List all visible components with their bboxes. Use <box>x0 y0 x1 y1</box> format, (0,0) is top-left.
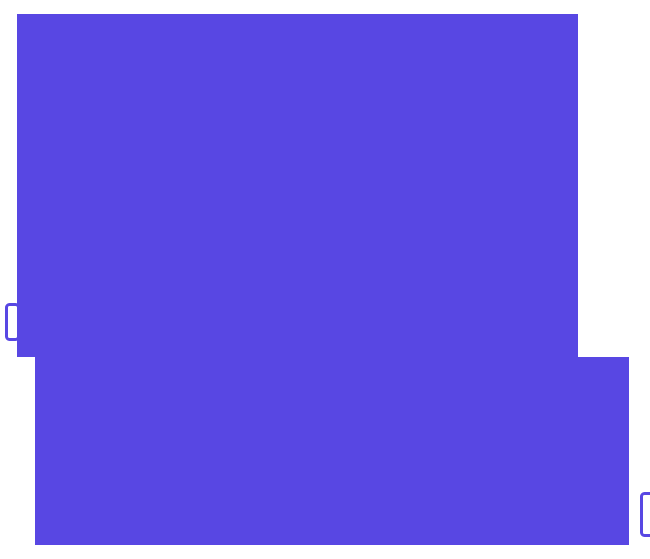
left-bracket-mark <box>5 303 20 341</box>
lower-block <box>35 357 629 545</box>
upper-block <box>17 14 578 357</box>
right-bracket-mark <box>640 492 650 537</box>
